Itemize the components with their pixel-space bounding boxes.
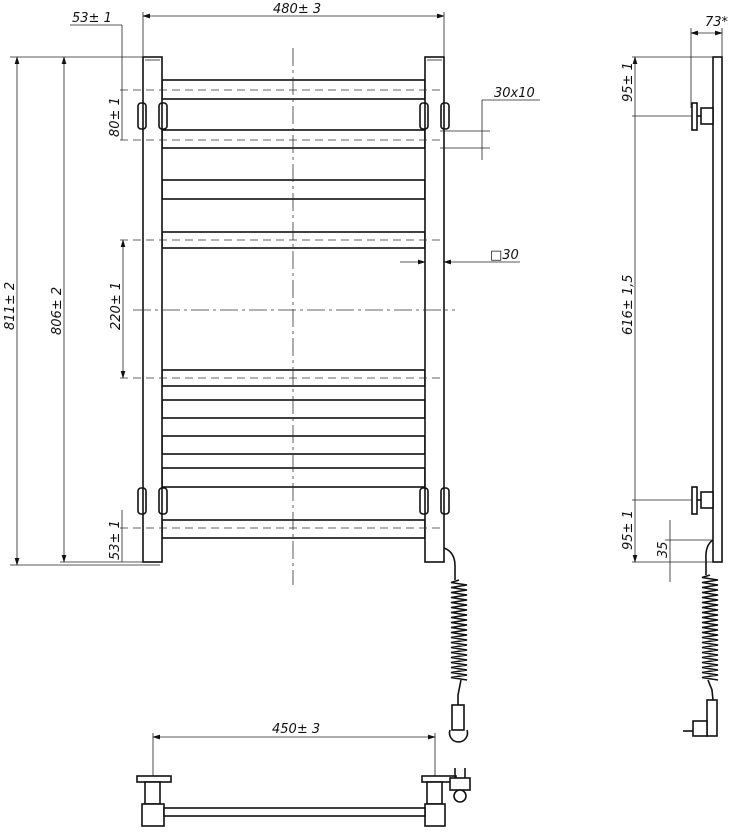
rail — [161, 467, 426, 488]
top-mount-left — [136, 775, 172, 783]
power-cable — [443, 547, 456, 580]
top-rail — [163, 807, 426, 817]
side-bracket-bottom — [700, 491, 714, 509]
dim-rail-section: 30x10 — [494, 86, 535, 101]
dim-middle-gap: 220± 1 — [109, 282, 124, 330]
side-view: 73* 95± 1 616± 1,5 95± 1 35 — [621, 15, 729, 737]
side-upright — [712, 56, 723, 563]
rail — [161, 519, 426, 539]
rail — [161, 79, 426, 100]
right-upright — [424, 56, 445, 563]
dim-rail-spacing: 80± 1 — [108, 97, 123, 137]
top-view: 450± 3 — [136, 722, 471, 827]
dim-mount-spacing: 450± 3 — [272, 722, 320, 737]
dim-total-height: 811± 2 — [3, 282, 18, 330]
dim-bottom-offset: 53± 1 — [108, 520, 123, 560]
dim-upright-height: 806± 2 — [50, 287, 65, 335]
dim-depth: 73* — [705, 15, 729, 30]
rail — [161, 129, 426, 149]
rail — [161, 399, 426, 419]
rails — [161, 79, 426, 539]
dim-cable-offset: 35 — [656, 541, 671, 558]
dim-top-offset: 53± 1 — [72, 11, 112, 26]
dim-bracket-spacing: 616± 1,5 — [621, 274, 636, 335]
plug-side — [706, 699, 718, 737]
dim-top-bracket: 95± 1 — [621, 62, 636, 102]
coiled-cable — [450, 579, 468, 681]
top-plug — [449, 777, 471, 791]
rail — [161, 179, 426, 200]
left-upright — [142, 56, 163, 563]
plug-front — [451, 704, 465, 731]
front-view: 480± 3 53± 1 811± 2 806± 2 80± 1 220± 1 … — [3, 2, 540, 743]
rail — [161, 435, 426, 455]
side-bracket-top — [700, 107, 714, 125]
dim-upright-section: □30 — [490, 248, 519, 263]
mount-bracket — [137, 102, 147, 130]
dim-bottom-bracket: 95± 1 — [621, 510, 636, 550]
dim-width: 480± 3 — [273, 2, 321, 17]
side-cable — [705, 539, 714, 575]
